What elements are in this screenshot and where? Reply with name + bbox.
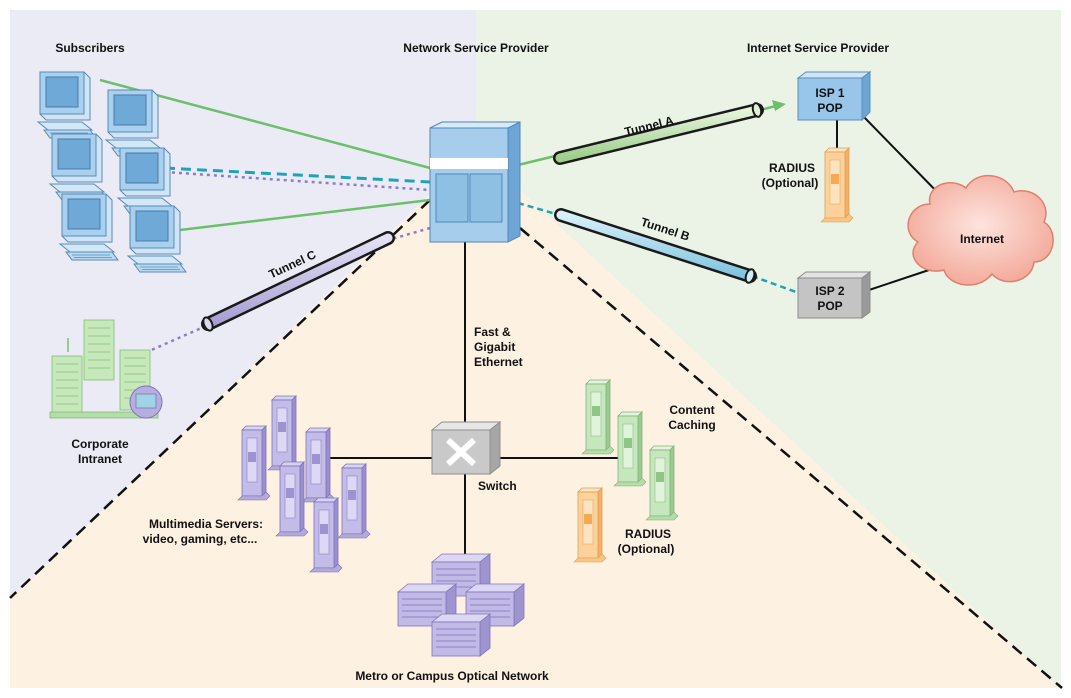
isp-region (476, 10, 1061, 688)
corporate-building-icon (49, 319, 163, 419)
link-teal-tunnel-b (517, 201, 557, 216)
label-switch: Switch (478, 479, 517, 493)
label-ethernet-2: Gigabit (474, 340, 515, 354)
link-teal-sub (164, 166, 431, 184)
label-multimedia-types: video, gaming, etc... (143, 532, 258, 546)
label-isp2-pop: POP (817, 299, 842, 313)
metro-region (10, 150, 1060, 688)
label-metro-network: Metro or Campus Optical Network (355, 669, 549, 683)
link-teal-isp2 (751, 274, 797, 294)
radius-top-server-icon (820, 147, 854, 223)
label-ethernet-1: Fast & (474, 325, 511, 339)
label-radius-top-optional: (Optional) (762, 176, 819, 190)
radius-bottom-server-icon (573, 487, 607, 563)
label-internet: Internet (960, 232, 1004, 246)
label-ethernet-3: Ethernet (474, 355, 523, 369)
label-corporate: Corporate (71, 437, 129, 451)
label-radius-bottom: RADIUS (625, 527, 671, 541)
label-network-service-provider: Network Service Provider (403, 41, 549, 55)
label-intranet: Intranet (78, 452, 122, 466)
tunnel-b (554, 208, 757, 284)
switch-icon (430, 420, 502, 476)
internet-cloud-icon (907, 174, 1054, 286)
boundary-left (9, 199, 431, 599)
isp1-pop-icon (796, 71, 872, 122)
boundary-right (519, 227, 1063, 689)
tunnel-a (553, 102, 764, 165)
label-radius-bottom-optional: (Optional) (618, 542, 675, 556)
link-purple-sub (164, 170, 431, 192)
label-isp1-pop: POP (817, 101, 842, 115)
link-purple-corp-2 (139, 324, 207, 357)
arrow-head-isp1 (772, 100, 786, 111)
link-green-tunnel-a (517, 154, 556, 167)
nsp-chassis-icon (429, 121, 521, 243)
label-subscribers: Subscribers (55, 41, 125, 55)
label-isp2: ISP 2 (815, 284, 844, 298)
link-isp1-internet (861, 114, 946, 201)
label-caching: Caching (668, 418, 715, 432)
link-isp2-internet (865, 267, 936, 292)
label-radius-top: RADIUS (769, 161, 815, 175)
link-green-2 (179, 198, 431, 232)
isp2-pop-icon (796, 271, 872, 319)
label-multimedia: Multimedia Servers: (149, 517, 263, 531)
tunnel-c (201, 231, 395, 332)
label-content: Content (669, 403, 714, 417)
label-internet-service-provider: Internet Service Provider (747, 41, 889, 55)
label-isp1: ISP 1 (815, 86, 844, 100)
